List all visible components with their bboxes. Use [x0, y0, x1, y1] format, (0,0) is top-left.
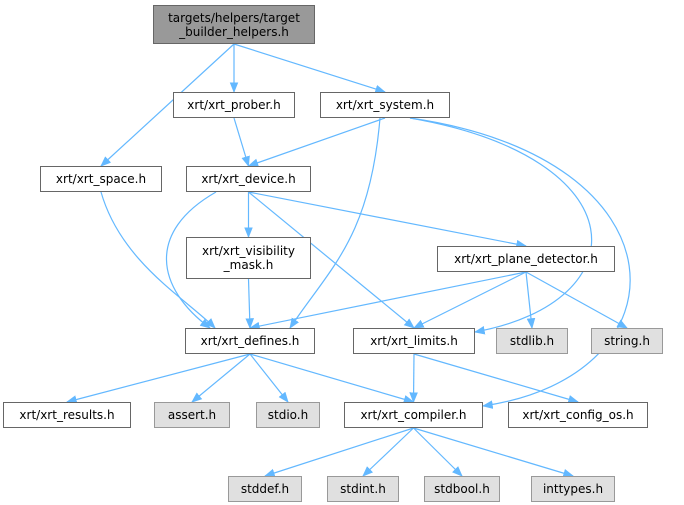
edge-device-to-plane [248, 191, 528, 249]
node-compiler[interactable]: xrt/xrt_compiler.h [344, 402, 483, 428]
node-device[interactable]: xrt/xrt_device.h [186, 166, 311, 192]
edge-compiler-to-stdint [362, 427, 414, 477]
node-stdio[interactable]: stdio.h [256, 402, 320, 428]
node-defines[interactable]: xrt/xrt_defines.h [185, 328, 315, 354]
node-stdint[interactable]: stdint.h [327, 476, 399, 502]
edge-prober-to-device [233, 117, 250, 168]
edge-plane-to-stdlib [525, 271, 536, 330]
node-stddef[interactable]: stddef.h [228, 476, 302, 502]
edge-limits-to-configos [413, 353, 580, 404]
edge-plane-to-defines [248, 271, 527, 331]
edge-defines-to-compiler [249, 353, 415, 404]
node-system[interactable]: xrt/xrt_system.h [320, 92, 450, 118]
node-stdbool[interactable]: stdbool.h [424, 476, 500, 502]
node-string[interactable]: string.h [591, 328, 663, 354]
edge-system-to-defines [289, 117, 381, 329]
node-root[interactable]: targets/helpers/target _builder_helpers.… [153, 5, 315, 44]
edge-device-to-defines [166, 191, 217, 329]
node-stdlib[interactable]: stdlib.h [496, 328, 568, 354]
node-plane[interactable]: xrt/xrt_plane_detector.h [437, 246, 615, 272]
edge-compiler-to-inttypes [413, 427, 575, 478]
edge-device-to-limits [248, 191, 415, 329]
edge-plane-to-limits [413, 271, 527, 329]
edge-system-to-compiler [409, 117, 631, 409]
edge-limits-to-compiler [409, 353, 418, 404]
node-vismask[interactable]: xrt/xrt_visibility _mask.h [186, 237, 311, 279]
edge-system-to-limits [409, 117, 593, 335]
edge-root-to-system [233, 43, 387, 94]
edge-plane-to-string [525, 271, 628, 329]
node-prober[interactable]: xrt/xrt_prober.h [173, 92, 295, 118]
node-limits[interactable]: xrt/xrt_limits.h [353, 328, 475, 354]
node-inttypes[interactable]: inttypes.h [531, 476, 615, 502]
node-assert[interactable]: assert.h [154, 402, 230, 428]
node-space[interactable]: xrt/xrt_space.h [40, 166, 162, 192]
edge-root-to-space [100, 43, 235, 167]
edge-space-to-defines [100, 191, 216, 329]
edge-defines-to-stdio [249, 353, 289, 403]
edge-defines-to-results [65, 353, 251, 404]
edge-compiler-to-stdbool [413, 427, 463, 477]
node-configos[interactable]: xrt/xrt_config_os.h [508, 402, 648, 428]
node-results[interactable]: xrt/xrt_results.h [3, 402, 131, 428]
edge-vismask-to-defines [245, 278, 255, 330]
edge-compiler-to-stddef [263, 427, 414, 478]
edge-defines-to-assert [191, 353, 251, 403]
edge-system-to-device [247, 117, 386, 167]
